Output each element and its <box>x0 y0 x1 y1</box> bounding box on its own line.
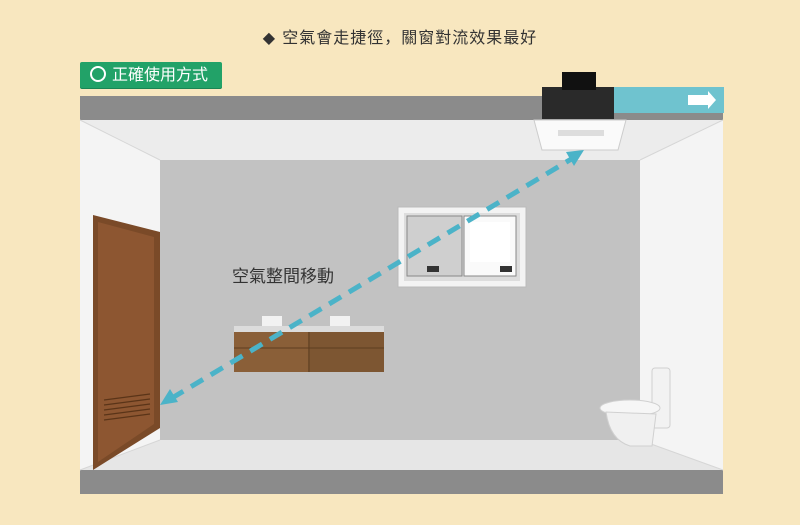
back-wall <box>160 160 640 440</box>
door <box>93 215 160 470</box>
usage-badge: 正確使用方式 <box>80 62 223 88</box>
page-note: ◆ 空氣會走捷徑，關窗對流效果最好 <box>262 28 538 47</box>
badge-label: 正確使用方式 <box>112 65 209 84</box>
toilet <box>599 367 671 447</box>
arrowhead-icon <box>566 150 584 166</box>
window <box>397 206 527 288</box>
arrowhead-icon <box>160 389 178 405</box>
arrow-right-icon <box>688 91 716 109</box>
airflow-label: 空氣整間移動 <box>232 267 334 287</box>
floor <box>80 440 723 470</box>
ventilation-fan <box>533 72 724 151</box>
door-vent <box>103 393 151 421</box>
airflow-arrow <box>160 150 584 405</box>
ceiling <box>80 120 723 160</box>
circle-icon <box>90 66 106 82</box>
floor-band <box>80 470 723 494</box>
